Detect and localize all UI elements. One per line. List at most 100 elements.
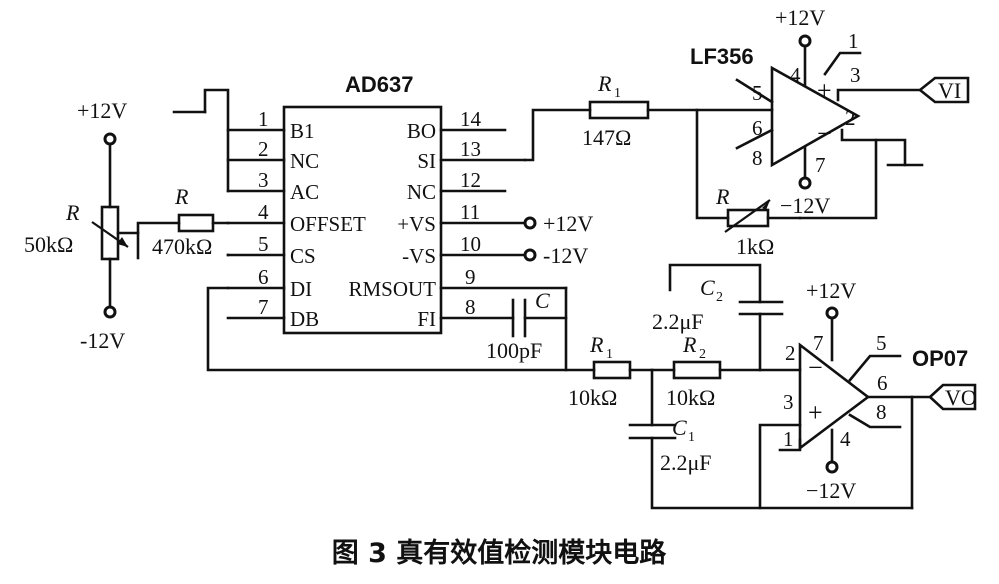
ad637-pin-2-name: NC [290,149,319,173]
ad637-pin-12-num: 12 [460,168,481,192]
ad637-pin-8-num: 8 [465,295,476,319]
op07-pin-8: 8 [876,400,887,424]
lf356-rv-value: 1kΩ [736,234,774,259]
ad637-pin-4-num: 4 [258,200,269,224]
lf356-rv-body [726,208,770,228]
ad637-chip: AD637 1 2 3 4 5 6 7 B1 NC AC OFFSET CS D… [226,72,568,335]
di-wire [206,286,596,372]
offset-resistor-name: R [174,184,189,209]
ad637-pin-13-num: 13 [460,137,481,161]
ad637-ground-symbol [172,88,230,193]
filter-r2-value: 10kΩ [666,385,715,410]
op07-vcc: +12V [806,278,856,303]
op07-pin-5: 5 [876,331,887,355]
lf356-r1-name: R [597,71,612,96]
vo-output-flag [928,383,977,411]
ad637-pin-1-name: B1 [290,119,315,143]
op07-title: OP07 [912,346,968,371]
filter-section: R 1 10kΩ R 2 10kΩ C 1 2.2μF C 2 2.2μF [568,263,914,510]
ad637-title: AD637 [345,72,413,97]
lf356-pin-3: 3 [850,63,861,87]
filter-c2-sub: 2 [716,290,723,305]
ad637-pin-6-num: 6 [258,265,269,289]
lf356-pin-7: 7 [815,153,826,177]
ad637-pin-10-name: -VS [402,244,436,268]
pin11-supply-label: +12V [543,211,593,236]
filter-r1-body [592,360,632,380]
capacitor-c-name: C [535,288,550,313]
pot-name: R [65,200,80,225]
offset-resistor: R 470kΩ [152,184,230,259]
ad637-pin-7-num: 7 [258,295,269,319]
filter-c2-value: 2.2μF [652,309,704,334]
lf356-r1-sub: 1 [614,86,621,101]
ad637-pin-11-num: 11 [460,200,480,224]
op07-pin-4: 4 [840,427,851,451]
vo-output-label: VO [945,385,977,410]
ad637-pin-7-name: DB [290,307,319,331]
filter-c1-name: C [672,415,687,440]
ad637-pin-3-num: 3 [258,168,269,192]
vi-input-label: VI [938,78,961,103]
ad637-pin-14-name: BO [407,119,436,143]
op07-pin-7: 7 [813,331,824,355]
op07-pin-6: 6 [877,371,888,395]
ad637-pin-5-name: CS [290,244,316,268]
op07-plus: + [808,398,823,427]
lf356-vee: −12V [780,193,830,218]
lf356-triangle [770,65,861,168]
lf356-pin-8: 8 [752,146,763,170]
lf356-pin-6: 6 [752,116,763,140]
filter-r1-value: 10kΩ [568,385,617,410]
pot-body [100,205,120,261]
pin10-supply-label: -12V [543,243,588,268]
ad637-pin-9-name: RMSOUT [348,277,436,301]
lf356-title: LF356 [690,44,754,69]
ad637-pin-13-name: SI [417,149,436,173]
op07-pin-3: 3 [783,390,794,414]
lf356-plus: + [817,76,832,105]
ad637-pin-14-num: 14 [460,107,482,131]
op07-minus: − [808,353,823,382]
ad637-body [282,105,443,335]
ad637-pin-4-name: OFFSET [290,212,366,236]
ad637-pin-10-num: 10 [460,232,481,256]
filter-c1-sub: 1 [688,430,695,445]
figure-caption: 图 3 真有效值检测模块电路 [332,537,668,569]
filter-c2-name: C [700,275,715,300]
lf356-vcc: +12V [775,5,825,30]
ad637-pin-1-num: 1 [258,107,269,131]
op07-vee: −12V [806,478,856,503]
filter-r1-sub: 1 [606,347,613,362]
lf356-minus: − [817,119,832,148]
lf356-r1-value: 147Ω [582,125,631,150]
ad637-pin-8-name: FI [417,307,436,331]
lf356-section: LF356 + − R 1 147Ω 5 6 8 +12V 4 1 3 VI 2 [523,5,970,259]
op07-section: OP07 − + +12V 7 2 5 6 VO 8 3 1 4 −12V [758,278,977,510]
ad637-supply-terminals: +12V -12V [523,211,593,268]
lf356-rv-name: R [715,184,730,209]
ad637-left-pins: 1 2 3 4 5 6 7 B1 NC AC OFFSET CS DI DB [226,107,366,331]
ad637-pin-2-num: 2 [258,137,269,161]
lf356-r1-body [588,100,650,120]
ad637-pin-9-num: 9 [465,265,476,289]
filter-r2-name: R [682,332,697,357]
ad637-pin-5-num: 5 [258,232,269,256]
filter-r1-name: R [589,332,604,357]
pot-bottom-supply-label: -12V [80,328,125,353]
lf356-pin-4: 4 [790,63,801,87]
ad637-pin-3-name: AC [290,180,319,204]
ad637-pin-12-name: NC [407,180,436,204]
offset-resistor-value: 470kΩ [152,234,212,259]
op07-pin-2: 2 [785,341,796,365]
pot-value: 50kΩ [24,232,73,257]
capacitor-c: C 100pF [486,286,568,372]
ad637-pin-6-name: DI [290,277,312,301]
op07-pin-1: 1 [783,427,794,451]
filter-c1-value: 2.2μF [660,450,712,475]
capacitor-c-value: 100pF [486,338,542,363]
ad637-right-pins: 14 13 12 11 10 9 8 BO SI NC +VS -VS RMSO… [348,107,568,331]
lf356-pin-2: 2 [845,106,856,130]
filter-r2-sub: 2 [699,347,706,362]
